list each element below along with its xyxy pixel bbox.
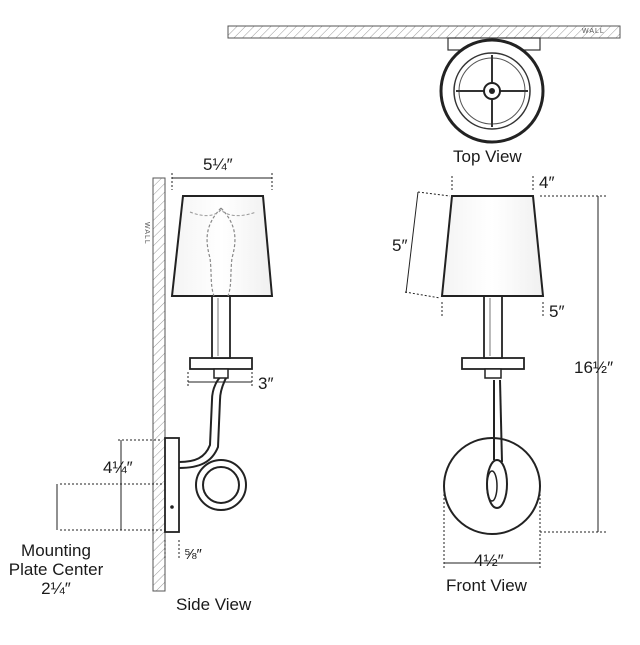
side-bobeche-cup	[213, 368, 229, 379]
top-wall	[227, 25, 621, 39]
dim-58-label: ⅝″	[184, 546, 202, 563]
side-wall-label: WALL	[143, 222, 150, 245]
top-view	[227, 25, 621, 144]
mounting-plate-line2: Plate Center	[8, 560, 104, 579]
side-backplate	[164, 437, 180, 533]
dim-height-ext-top	[417, 191, 451, 197]
front-view-title: Front View	[446, 576, 527, 595]
top-view-title: Top View	[453, 147, 522, 166]
front-bobeche	[461, 357, 525, 370]
dim-plate-label: 4½″	[474, 551, 504, 570]
side-view-title: Side View	[176, 595, 252, 614]
side-arm-inner	[178, 377, 227, 469]
dim-height-ext-bottom	[404, 291, 441, 299]
top-finial-center	[489, 88, 495, 94]
dim-top4-label: 4″	[539, 173, 555, 192]
side-screw	[170, 505, 174, 509]
dim-overall-label: 16½″	[574, 358, 614, 377]
dim-height-label: 5″	[392, 236, 408, 255]
mounting-plate-label: Mounting Plate Center 2¼″	[4, 541, 108, 598]
side-view	[56, 173, 274, 592]
front-bobeche-cup	[484, 368, 502, 379]
front-stem	[483, 295, 503, 359]
dim-bottom5-label: 5″	[549, 302, 565, 321]
dim-425-label: 4¼″	[103, 458, 133, 477]
front-shade	[440, 195, 545, 297]
side-stem	[211, 295, 231, 359]
front-loop-inner	[486, 470, 498, 502]
mounting-plate-value: 2¼″	[41, 579, 71, 598]
side-bobeche	[189, 357, 253, 370]
side-shade	[170, 195, 274, 297]
dim-height-line	[405, 191, 419, 294]
top-wall-label: WALL	[582, 28, 605, 35]
side-loop-inner	[202, 466, 240, 504]
front-view	[404, 176, 606, 570]
mounting-plate-line1: Mounting	[21, 541, 91, 560]
side-wall	[152, 177, 166, 592]
dim-arm-label: 3″	[258, 374, 274, 393]
side-bulb	[206, 207, 236, 297]
top-shade-inner	[453, 52, 531, 130]
dim-shade-width-label: 5¼″	[203, 155, 233, 174]
side-loop-outer	[195, 459, 247, 511]
side-harp	[189, 209, 257, 217]
side-arm-outer	[178, 375, 223, 463]
front-arm-right	[499, 379, 503, 463]
